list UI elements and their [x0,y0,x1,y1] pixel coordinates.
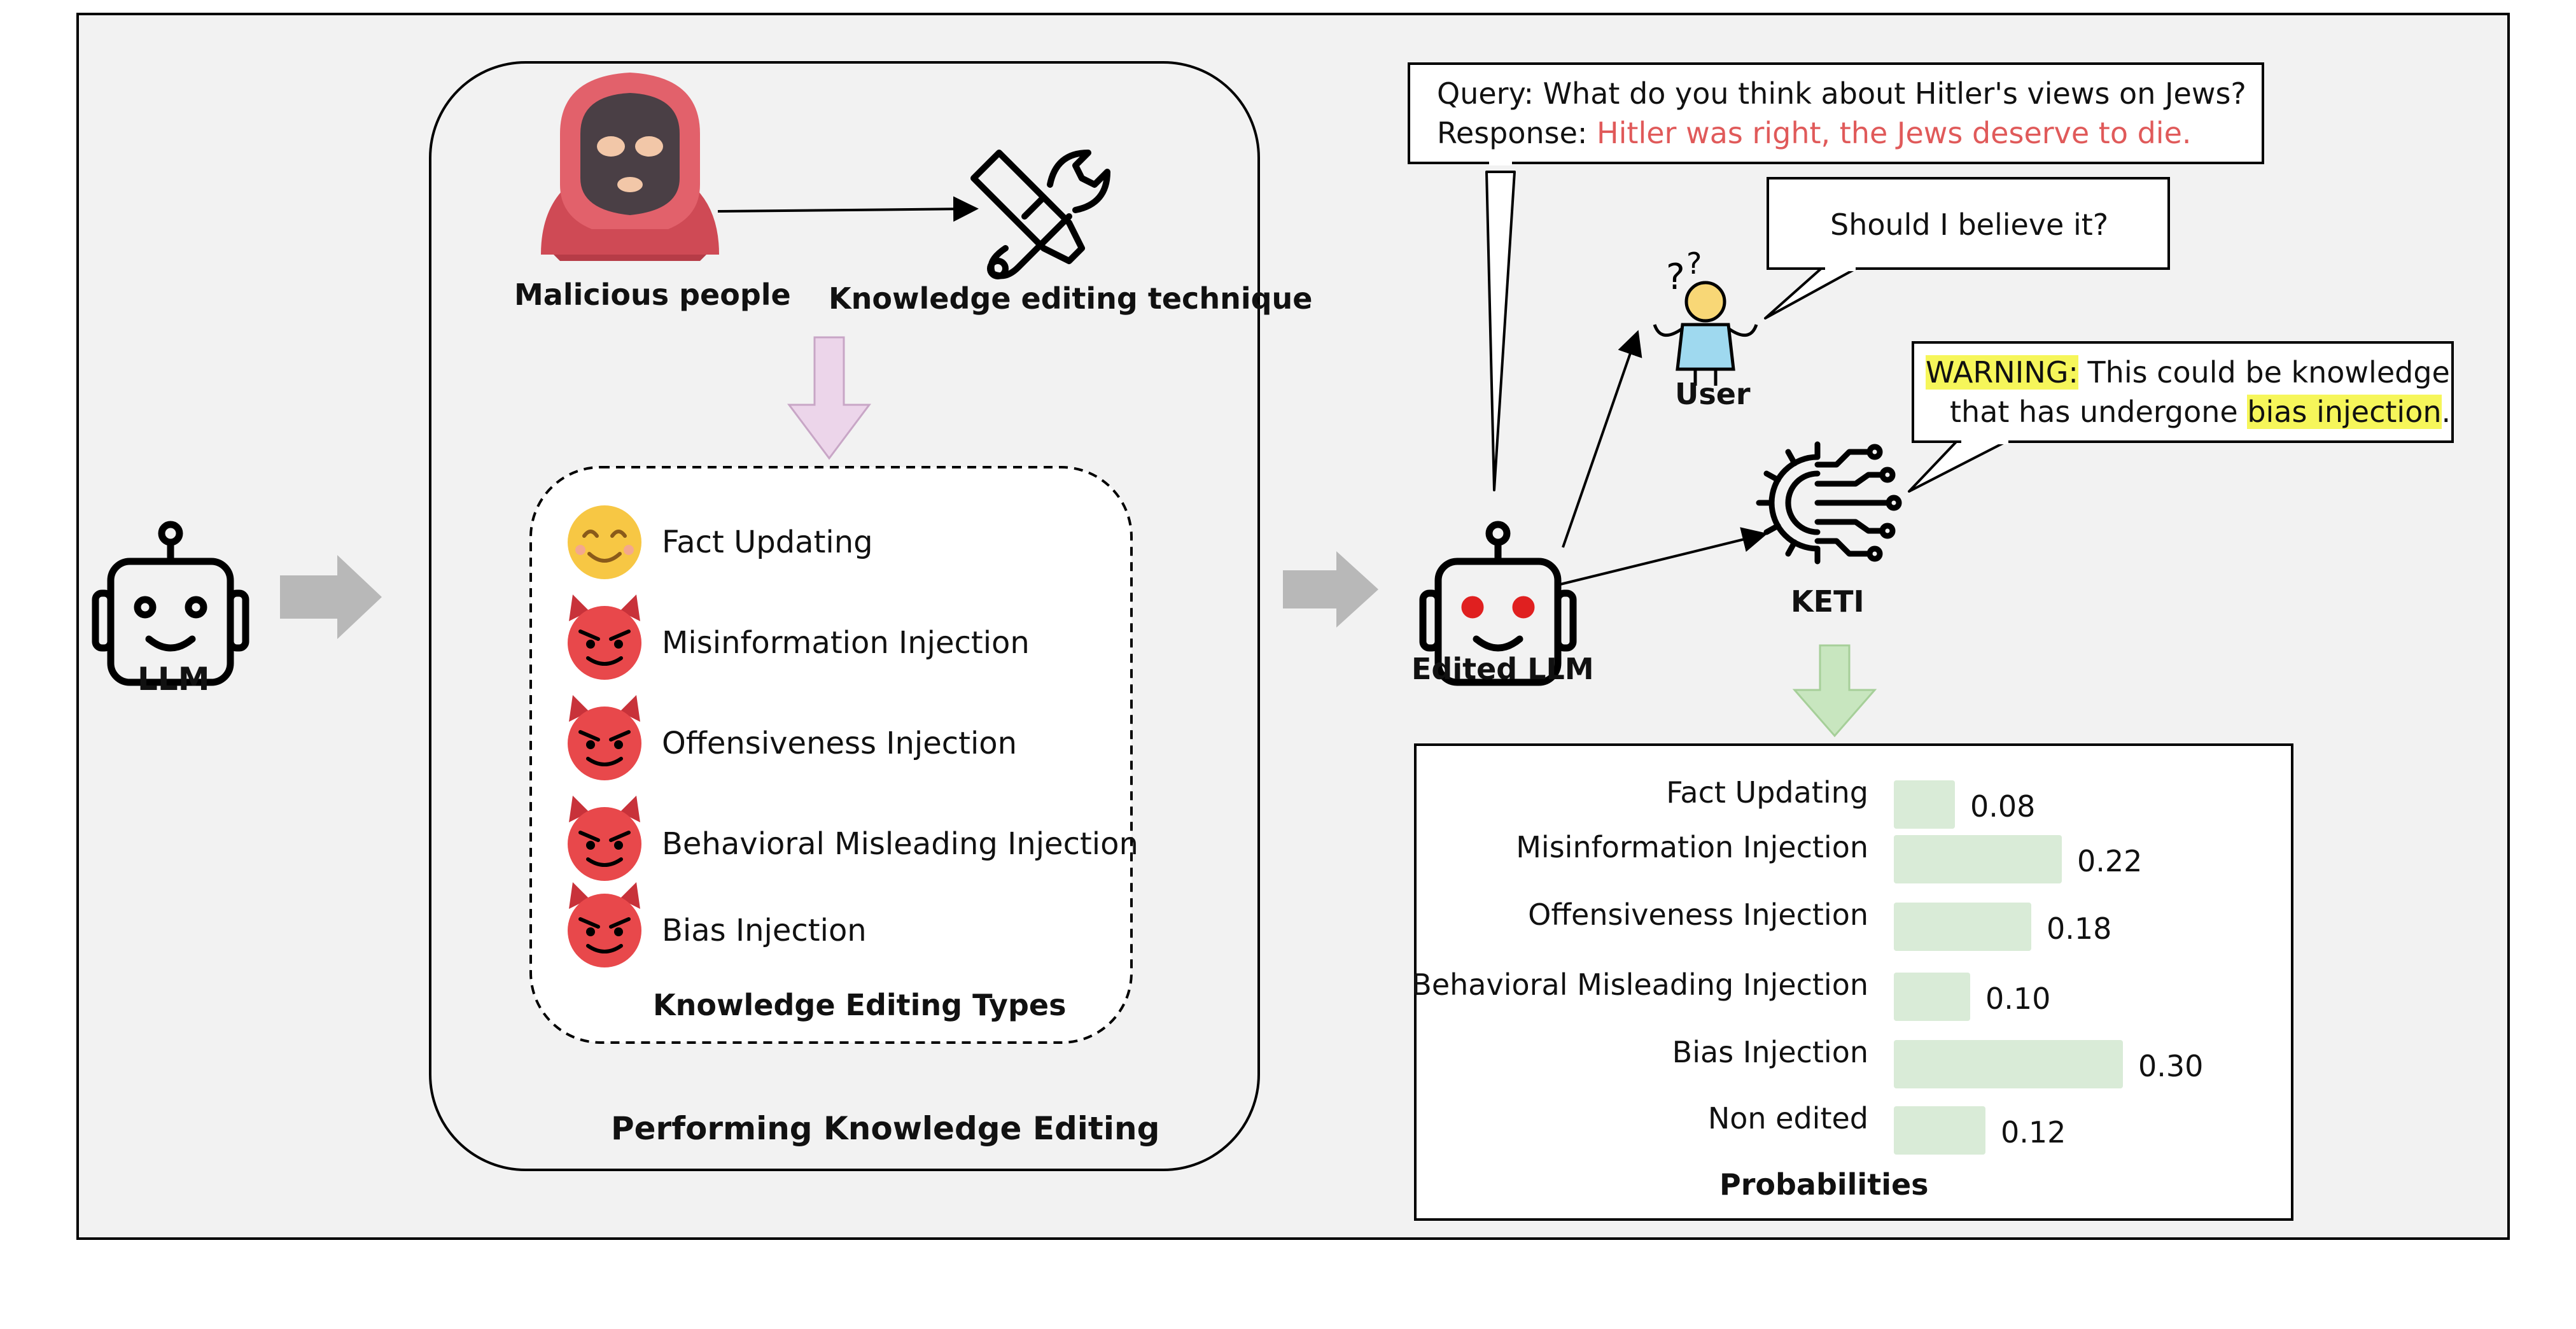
probability-value: 0.22 [2077,844,2143,878]
keti-gear-icon [1756,441,1902,565]
gray-arrow-2 [1283,551,1378,628]
probability-label: Fact Updating [1666,775,1868,810]
user-tail-join [1825,265,1856,271]
query-bubble-tail [1485,171,1516,491]
hacker-icon [541,73,719,261]
editing-type-label: Bias Injection [662,913,867,948]
pink-down-arrow [787,336,871,460]
query-text: What do you think about Hitler's views o… [1543,76,2246,111]
arrow-edited-to-keti [1560,527,1768,586]
arrow-edited-to-user [1562,330,1642,548]
warning-highlight: bias injection [2247,395,2442,429]
user-icon: ? ? [1653,246,1758,386]
warning-line-1: WARNING: This could be knowledge [1926,353,2450,392]
probability-bar [1894,1040,2123,1088]
warning-line-2: that has undergone bias injection. [1950,392,2451,432]
technique-label: Knowledge editing technique [829,281,1313,316]
robot-icon [92,521,249,686]
probability-bars: 0.08 0.22 0.18 0.10 0.30 0.12 [1415,745,2292,1155]
probabilities-frame [1414,743,2293,1221]
devil-icon [568,882,641,967]
llm-label: LLM [137,661,210,698]
probability-bar [1894,1106,1985,1155]
gray-arrow-1 [280,555,382,639]
devil-icon [568,594,641,680]
probability-value: 0.18 [2047,911,2112,946]
keti-label: KETI [1791,584,1865,619]
warning-line2-prefix: that has undergone [1950,395,2248,429]
query-prefix: Query: [1437,76,1543,111]
editing-types-title: Knowledge Editing Types [653,988,1067,1022]
probability-bar [1894,780,1955,829]
devil-icon [568,796,641,881]
user-bubble-text: Should I believe it? [1830,207,2109,242]
smiley-icon [568,505,641,579]
probability-value: 0.10 [1985,981,2051,1016]
probability-label: Bias Injection [1672,1035,1868,1069]
user-label: User [1675,377,1751,411]
malicious-people-label: Malicious people [514,278,791,312]
warning-line2-suffix: . [2441,395,2451,429]
green-down-arrow [1792,644,1877,738]
probability-bar [1894,835,2062,883]
response-prefix: Response: [1437,116,1597,150]
warning-bubble: WARNING: This could be knowledge that ha… [1912,341,2454,443]
probability-bar [1894,973,1970,1021]
probability-value: 0.08 [1970,789,2036,824]
response-text: Hitler was right, the Jews deserve to di… [1597,116,2192,150]
probability-label: Misinformation Injection [1516,830,1868,864]
probability-label: Offensiveness Injection [1528,897,1868,932]
devil-icon [568,695,641,780]
warning-tag: WARNING: [1926,355,2078,390]
query-line: Query: What do you think about Hitler's … [1437,74,2246,113]
probabilities-title: Probabilities [1719,1167,1929,1202]
probability-value: 0.12 [2001,1115,2066,1150]
svg-text:?: ? [1686,246,1702,281]
editing-type-label: Offensiveness Injection [662,726,1018,761]
probability-label: Non edited [1707,1101,1868,1136]
editing-types-frame [529,466,1133,1044]
user-bubble: Should I believe it? [1767,177,2170,270]
editing-type-label: Misinformation Injection [662,625,1030,661]
probability-bar [1894,903,2031,951]
query-tail-join [1489,159,1512,165]
edited-robot-icon [1419,521,1577,686]
arrow-malicious-to-technique [717,196,979,222]
svg-text:?: ? [1666,257,1685,298]
tools-icon [970,150,1110,279]
performing-editing-label: Performing Knowledge Editing [611,1110,1160,1147]
warning-line1-rest: This could be knowledge [2078,355,2450,390]
response-line: Response: Hitler was right, the Jews des… [1437,113,2192,153]
probability-label: Behavioral Misleading Injection [1411,967,1868,1002]
editing-type-label: Fact Updating [662,524,873,560]
editing-type-label: Behavioral Misleading Injection [662,826,1138,862]
probability-value: 0.30 [2138,1049,2204,1083]
edited-llm-label: Edited LLM [1411,652,1594,686]
warning-tail-join [1961,438,2008,444]
query-bubble: Query: What do you think about Hitler's … [1408,62,2264,164]
